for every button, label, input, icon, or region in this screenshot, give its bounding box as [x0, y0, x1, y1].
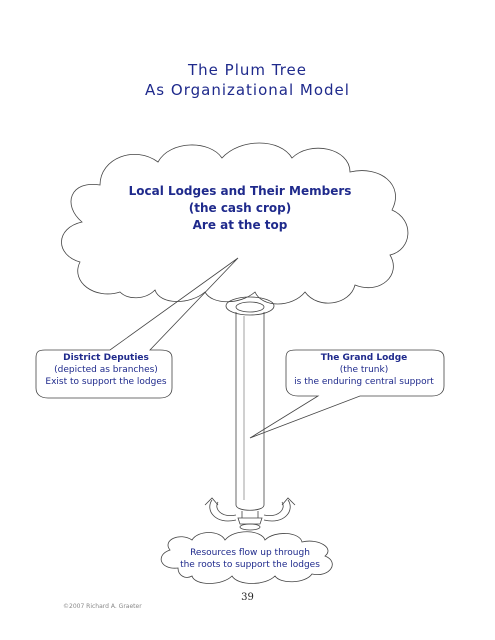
- trunk-shape: [235, 312, 265, 505]
- right-callout-text: The Grand Lodge (the trunk) is the endur…: [288, 352, 440, 388]
- root-knot: [239, 523, 261, 531]
- copyright-notice: ©2007 Richard A. Graeter: [63, 603, 142, 610]
- trunk-base: [235, 504, 265, 525]
- left-callout-line-3: Exist to support the lodges: [45, 377, 167, 387]
- right-callout-line-3: is the enduring central support: [294, 377, 434, 387]
- right-root-arrow-inner: [263, 501, 284, 516]
- page-number: 39: [241, 592, 254, 603]
- top-cloud-shape: [61, 142, 409, 305]
- left-root-arrow: [204, 497, 237, 522]
- root-cloud-shape: [160, 531, 333, 584]
- right-root-arrow: [263, 497, 296, 522]
- root-cloud-line-1: Resources flow up through: [190, 548, 310, 558]
- right-callout-line-2: (the trunk): [339, 365, 389, 375]
- left-root-arrow-inner: [216, 501, 237, 516]
- left-callout-bubble: [35, 257, 239, 399]
- root-cloud-text: Resources flow up through the roots to s…: [170, 547, 330, 571]
- left-callout-heading: District Deputies: [63, 353, 149, 363]
- left-callout-line-2: (depicted as branches): [54, 365, 158, 375]
- right-callout-bubble: [249, 349, 445, 439]
- top-cloud-line-1: Local Lodges and Their Members: [128, 184, 352, 198]
- page-title-line-1: The Plum Tree: [187, 61, 308, 79]
- left-callout-text: District Deputies (depicted as branches)…: [40, 352, 172, 388]
- right-callout-heading: The Grand Lodge: [320, 353, 408, 363]
- root-cloud-line-2: the roots to support the lodges: [180, 560, 320, 570]
- trunk-top-ring-outer: [225, 296, 275, 316]
- top-cloud-line-2: (the cash crop): [188, 201, 292, 215]
- trunk-top-ring-inner: [235, 301, 265, 313]
- page-title-line-2: As Organizational Model: [145, 81, 350, 99]
- top-cloud-line-3: Are at the top: [192, 218, 288, 232]
